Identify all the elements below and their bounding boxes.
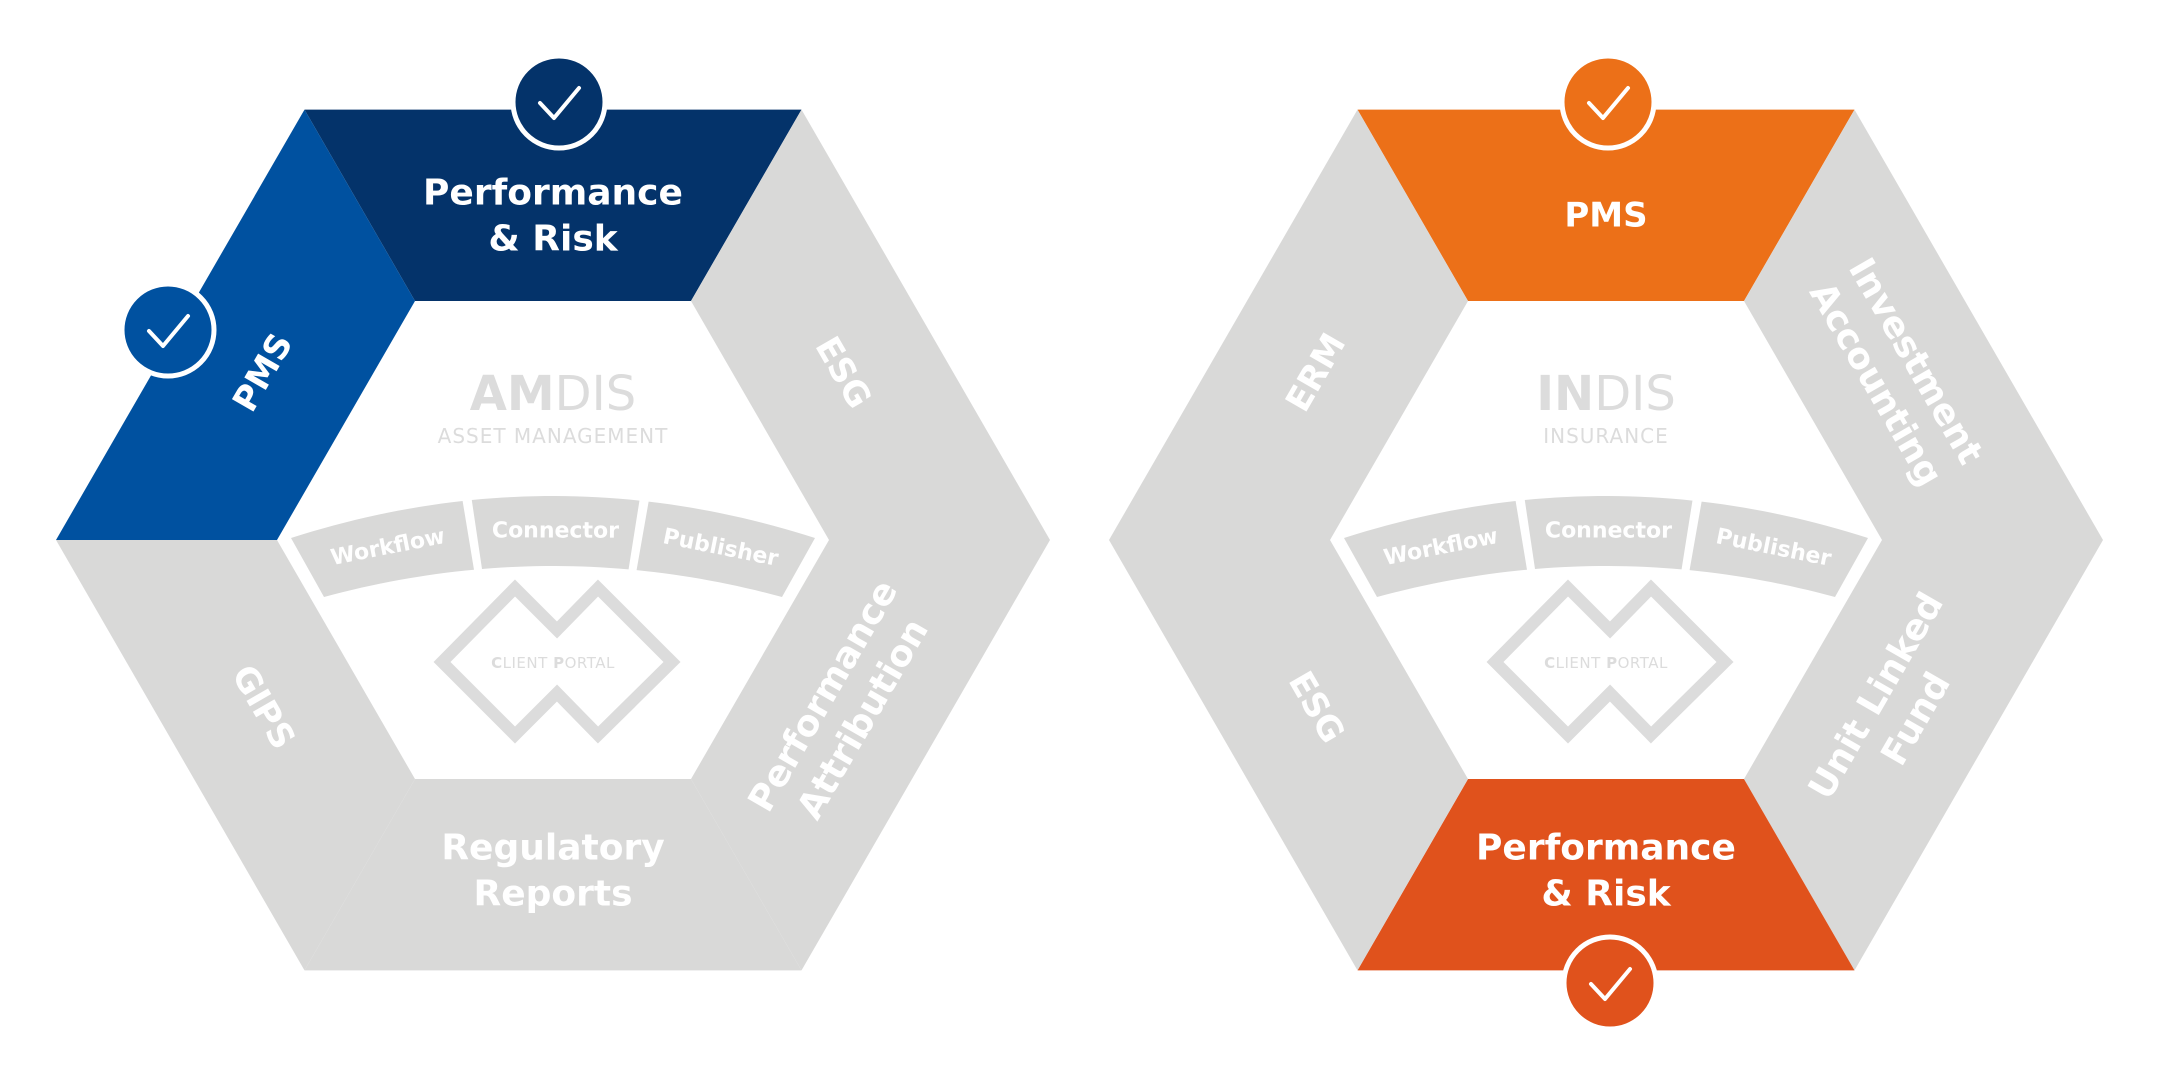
segment-shape[interactable] [1357, 109, 1855, 301]
module-shape[interactable] [1689, 501, 1868, 597]
client-portal-outline [1486, 579, 1734, 744]
segment-upper-right[interactable]: InvestmentAccounting [1744, 109, 2103, 540]
module-publisher[interactable]: Publisher [636, 501, 815, 597]
segment-top[interactable]: Performance & Risk [304, 109, 802, 301]
client-portal-text-part: LIENT [503, 654, 553, 672]
client-portal-text: CLIENT PORTAL [1544, 654, 1668, 672]
module-shape[interactable] [1524, 496, 1693, 570]
logo-bold-part: IN [1536, 366, 1594, 422]
segment-lower-left[interactable]: ESG [1109, 540, 1468, 971]
check-icon [147, 314, 190, 348]
check-icon [538, 86, 581, 120]
client-portal-outline [433, 579, 681, 744]
segment-bottom[interactable]: Performance & Risk [1357, 779, 1855, 971]
segment-shape[interactable] [691, 540, 1050, 971]
module-label: Connector [1545, 518, 1672, 543]
module-publisher[interactable]: Publisher [1689, 501, 1868, 597]
segment-label: Performance & Risk [1476, 827, 1736, 914]
client-portal-text-part: P [553, 654, 565, 672]
logo-bold-part: AM [470, 366, 555, 422]
segment-label-line: & Risk [1541, 873, 1671, 914]
segment-label: PMS [1564, 195, 1647, 235]
check-icon [1587, 86, 1630, 120]
selected-badge-indis-top [1559, 53, 1657, 151]
segment-shape[interactable] [1744, 109, 2103, 540]
product-logo-subtitle: ASSET MANAGEMENT [438, 424, 669, 448]
badge-circle [1561, 934, 1659, 1032]
module-shape[interactable] [636, 501, 815, 597]
segment-shape[interactable] [56, 540, 415, 971]
client-portal-logo: CLIENT PORTAL [433, 579, 681, 744]
module-workflow[interactable]: Workflow [291, 500, 474, 597]
client-portal-text-bg [483, 652, 623, 674]
module-connector[interactable]: Connector [1524, 496, 1693, 570]
module-label: Connector [492, 518, 619, 543]
segment-label: Performance & Risk [423, 172, 683, 259]
module-connector[interactable]: Connector [471, 496, 640, 570]
segment-label-line: Performance [1476, 827, 1736, 868]
segment-shape[interactable] [1357, 779, 1855, 971]
client-portal-text-part: P [1606, 654, 1618, 672]
segment-shape[interactable] [1109, 540, 1468, 971]
segment-shape[interactable] [304, 109, 802, 301]
client-portal-text-bg [1536, 652, 1676, 674]
selected-badge-amdis-upper-left [119, 281, 217, 379]
module-shape[interactable] [291, 500, 474, 597]
segment-label-line: & Risk [488, 218, 618, 259]
segment-shape[interactable] [1109, 109, 1468, 540]
client-portal-text-part: C [1544, 654, 1556, 672]
segment-shape[interactable] [1744, 540, 2103, 971]
selected-badge-amdis-top [510, 53, 608, 151]
product-logo-subtitle: INSURANCE [1543, 424, 1669, 448]
segment-label-line: Reports [473, 873, 632, 914]
module-shape[interactable] [471, 496, 640, 570]
check-icon [1589, 967, 1632, 1001]
module-bar: Workflow Connector Publisher [291, 496, 815, 597]
badge-circle [119, 281, 217, 379]
segment-lower-left[interactable]: GIPS [56, 540, 415, 971]
selected-badge-indis-bottom [1561, 934, 1659, 1032]
logo-light-part: DIS [1594, 366, 1676, 422]
segment-lower-right[interactable]: Unit LinkedFund [1744, 540, 2103, 971]
segment-upper-left[interactable]: ERM [1109, 109, 1468, 540]
segment-upper-right[interactable]: ESG [691, 109, 1050, 540]
segment-label-line: Regulatory [441, 827, 664, 868]
segment-shape[interactable] [304, 779, 802, 971]
client-portal-text-part: C [491, 654, 503, 672]
client-portal-text-part: ORTAL [565, 654, 615, 672]
product-logo-wordmark: AMDIS [470, 366, 637, 422]
logo-light-part: DIS [555, 366, 637, 422]
segment-label-line: Performance [423, 172, 683, 213]
client-portal-logo: CLIENT PORTAL [1486, 579, 1734, 744]
client-portal-text-part: LIENT [1556, 654, 1606, 672]
module-shape[interactable] [1344, 500, 1527, 597]
module-workflow[interactable]: Workflow [1344, 500, 1527, 597]
segment-shape[interactable] [56, 109, 415, 540]
amdis-diagram: Performance& RiskESGPerformanceAttributi… [56, 109, 1050, 971]
segment-upper-left[interactable]: PMS [56, 109, 415, 540]
product-logo-wordmark: INDIS [1536, 366, 1676, 422]
segment-top[interactable]: PMS [1357, 109, 1855, 301]
segment-shape[interactable] [691, 109, 1050, 540]
segment-label-line: PMS [1564, 195, 1647, 235]
badge-circle [510, 53, 608, 151]
client-portal-text: CLIENT PORTAL [491, 654, 615, 672]
client-portal-text-part: ORTAL [1618, 654, 1668, 672]
module-bar: Workflow Connector Publisher [1344, 496, 1868, 597]
badge-circle [1559, 53, 1657, 151]
